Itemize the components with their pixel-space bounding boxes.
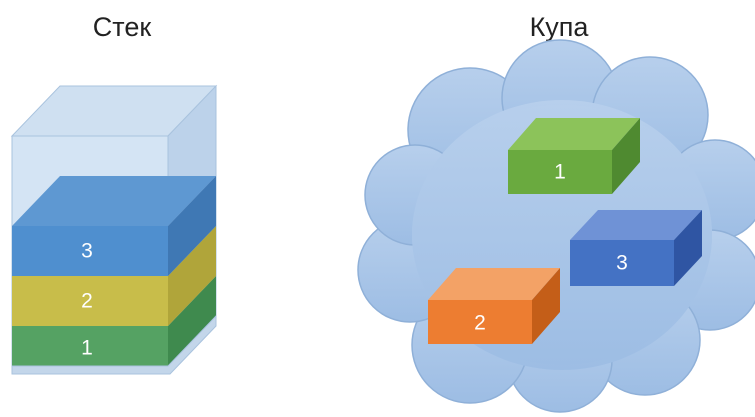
heap-box-2-side: [532, 268, 560, 344]
stack-layer-3: 3: [12, 176, 216, 276]
heap-box-1-top: [508, 118, 640, 150]
stack-layer-2: 2: [12, 226, 216, 326]
heap-title: Купа: [529, 12, 589, 42]
stack-layer-3-top: [12, 176, 216, 226]
heap-box-3-top: [570, 210, 702, 240]
heap-box-1-label: 1: [554, 161, 566, 184]
heap-box-1: 1: [508, 118, 640, 194]
stack-layer-3-label: 3: [81, 240, 93, 263]
stack-layer-1-side: [168, 276, 216, 366]
heap-box-2-front: [428, 300, 532, 344]
heap-box-1-front: [508, 150, 612, 194]
stack-layer-2-side: [168, 226, 216, 326]
stack-layer-1: 1: [12, 276, 216, 366]
heap-box-2-label: 2: [474, 312, 486, 335]
stack-layer-3-side: [168, 176, 216, 276]
stack-glass-base: [11, 314, 217, 375]
heap-box-2: 2: [428, 268, 560, 344]
stack-layer-1-front: [12, 326, 168, 366]
stack-layer-1-label: 1: [81, 337, 93, 360]
stack-layer-2-label: 2: [81, 290, 93, 313]
heap-box-3-front: [570, 240, 674, 286]
heap-box-3: 3: [570, 210, 702, 286]
heap-box-3-label: 3: [616, 252, 628, 275]
heap-box-1-side: [612, 118, 640, 194]
stack-layer-3-front: [12, 226, 168, 276]
stack-title: Стек: [92, 12, 152, 42]
stack-layer-2-front: [12, 276, 168, 326]
heap-box-2-top: [428, 268, 560, 300]
heap-box-3-side: [674, 210, 702, 286]
